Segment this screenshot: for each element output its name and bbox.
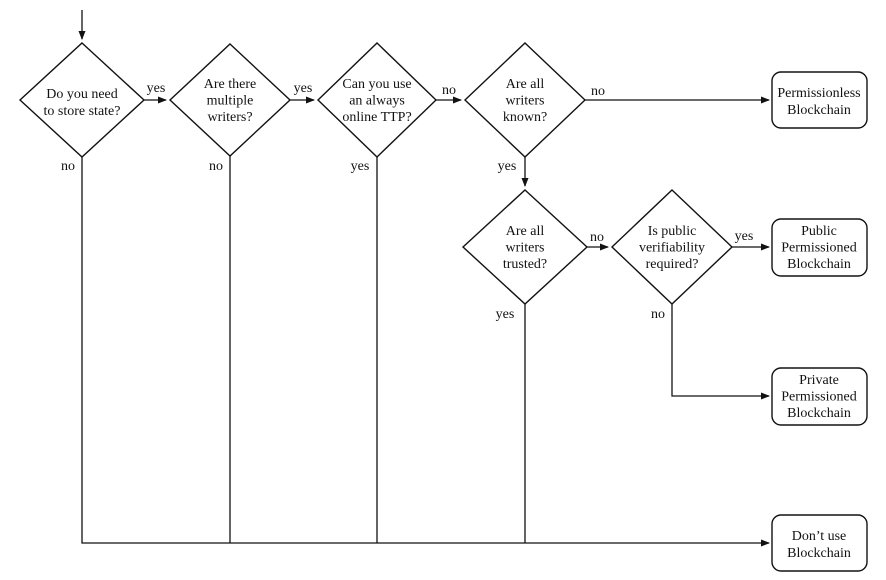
decision-writers-known: Are all writers known?	[463, 42, 587, 158]
edge-label-online-ttp-yes: yes	[351, 159, 370, 174]
decision-online-ttp: Can you use an always online TTP?	[316, 42, 438, 158]
decision-writers-trusted-text: Are all	[506, 224, 545, 239]
terminal-permissionless-text: Blockchain	[787, 103, 851, 118]
terminal-public-permissioned-shape	[771, 218, 868, 277]
terminal-public-permissioned-text: Public	[801, 224, 837, 239]
decision-online-ttp-text: an always	[349, 94, 405, 109]
edge-label-public-verifiability-no: no	[651, 307, 665, 322]
decision-store-state-shape	[18, 42, 146, 158]
edge-label-multiple-writers-no: no	[209, 159, 223, 174]
terminal-permissionless: Permissionless Blockchain	[771, 71, 868, 129]
decision-public-verifiability-text: required?	[646, 257, 699, 272]
terminal-private-permissioned-text: Permissioned	[781, 390, 856, 405]
terminal-dont-use-shape	[771, 514, 868, 572]
decision-online-ttp-shape	[316, 42, 438, 158]
terminal-dont-use-text: Blockchain	[787, 546, 851, 561]
decision-writers-known-text: Are all	[506, 77, 545, 92]
terminal-permissionless-text: Permissionless	[777, 86, 860, 101]
terminal-private-permissioned-shape	[771, 367, 868, 426]
edge-public-verifiability-no	[671, 304, 770, 400]
decision-public-verifiability: Is public verifiability required?	[610, 189, 734, 305]
decision-writers-trusted-text: trusted?	[503, 257, 547, 272]
decision-writers-known-text: known?	[503, 110, 547, 125]
terminal-private-permissioned-text: Private	[799, 373, 839, 388]
terminal-public-permissioned-text: Blockchain	[787, 257, 851, 272]
edge-label-public-verifiability-yes: yes	[735, 229, 754, 244]
edge-label-store-state-no: no	[61, 159, 75, 174]
terminal-dont-use-text: Don’t use	[792, 529, 847, 544]
decision-multiple-writers-text: Are there	[204, 77, 256, 92]
decision-writers-known-text: writers	[506, 94, 545, 109]
decision-multiple-writers-text: multiple	[207, 94, 254, 109]
decision-online-ttp-text: online TTP?	[342, 110, 411, 125]
decision-multiple-writers-shape	[168, 43, 292, 157]
edge-label-writers-trusted-yes: yes	[496, 307, 515, 322]
terminal-public-permissioned: Public Permissioned Blockchain	[771, 218, 868, 277]
decision-multiple-writers-text: writers?	[207, 110, 252, 125]
decision-online-ttp-text: Can you use	[342, 77, 411, 92]
decision-public-verifiability-text: Is public	[648, 224, 697, 239]
decision-store-state-text: Do you need	[46, 87, 118, 102]
edge-label-multiple-writers-yes: yes	[294, 81, 313, 96]
decision-store-state-text: to store state?	[44, 104, 121, 119]
decision-writers-known-shape	[463, 42, 587, 158]
edge-label-online-ttp-no: no	[442, 83, 456, 98]
edge-store-state-no	[81, 157, 770, 547]
terminal-private-permissioned-text: Blockchain	[787, 406, 851, 421]
terminal-dont-use: Don’t use Blockchain	[771, 514, 868, 572]
terminal-private-permissioned: Private Permissioned Blockchain	[771, 367, 868, 426]
edge-label-writers-known-no: no	[591, 84, 605, 99]
decision-multiple-writers: Are there multiple writers?	[168, 43, 292, 157]
edge-label-writers-known-yes: yes	[498, 159, 517, 174]
edge-label-writers-trusted-no: no	[590, 230, 604, 245]
decision-public-verifiability-shape	[610, 189, 734, 305]
decision-writers-trusted-text: writers	[506, 241, 545, 256]
terminal-public-permissioned-text: Permissioned	[781, 241, 856, 256]
decision-writers-trusted-shape	[461, 189, 589, 305]
terminal-permissionless-shape	[771, 71, 868, 129]
decision-public-verifiability-text: verifiability	[639, 241, 705, 256]
decision-writers-trusted: Are all writers trusted?	[461, 189, 589, 305]
decision-store-state: Do you need to store state?	[18, 42, 146, 158]
edge-label-store-state-yes: yes	[147, 81, 166, 96]
